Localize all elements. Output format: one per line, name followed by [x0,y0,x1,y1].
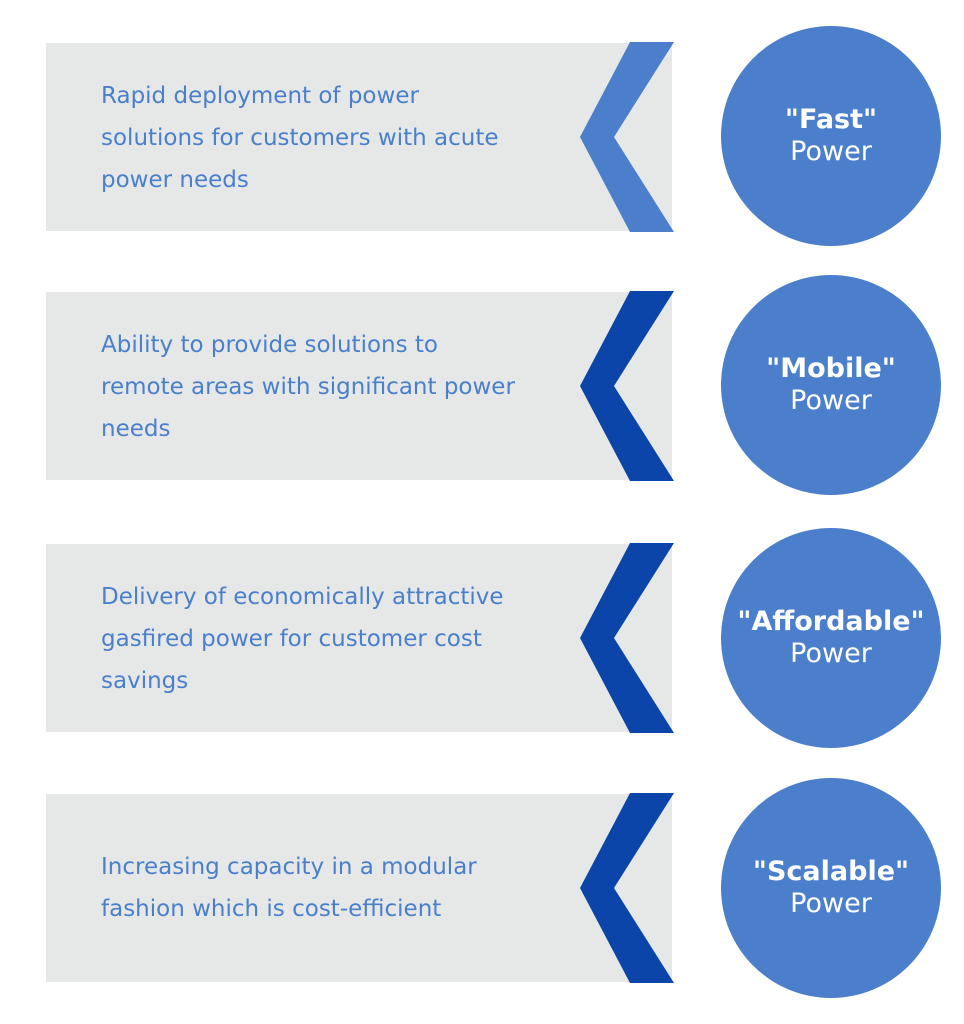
chevron-left-icon [580,543,674,733]
benefit-circle: "Scalable" Power [721,778,941,998]
benefit-circle: "Affordable" Power [721,528,941,748]
description-line: Delivery of economically attractive [101,584,504,610]
feature-row-scalable: Increasing capacity in a modular fashion… [0,750,964,1000]
benefit-label: "Fast" [784,104,878,135]
benefit-circle: "Fast" Power [721,26,941,246]
feature-row-affordable: Delivery of economically attractive gasf… [0,500,964,750]
benefit-sublabel: Power [790,385,872,416]
benefit-sublabel: Power [790,888,872,919]
description-line: needs [101,416,171,442]
description-line: gasfired power for customer cost [101,626,482,652]
benefit-circle: "Mobile" Power [721,275,941,495]
feature-row-mobile: Ability to provide solutions to remote a… [0,250,964,500]
description-line: Ability to provide solutions to [101,332,438,358]
benefit-sublabel: Power [790,638,872,669]
description-line: solutions for customers with acute [101,125,499,151]
description-line: Increasing capacity in a modular [101,854,477,880]
chevron-left-icon [580,291,674,481]
chevron-left-icon [580,42,674,232]
description-line: savings [101,668,189,694]
description-text: Delivery of economically attractive gasf… [101,576,571,702]
description-line: power needs [101,167,249,193]
chevron-left-icon [580,793,674,983]
description-panel: Ability to provide solutions to remote a… [46,292,672,480]
feature-row-fast: Rapid deployment of power solutions for … [0,0,964,250]
description-line: fashion which is cost-efficient [101,896,442,922]
description-panel: Rapid deployment of power solutions for … [46,43,672,231]
description-text: Ability to provide solutions to remote a… [101,324,571,450]
description-line: remote areas with significant power [101,374,515,400]
description-line: Rapid deployment of power [101,83,419,109]
benefit-label: "Affordable" [737,606,925,637]
benefit-label: "Scalable" [752,856,910,887]
description-text: Rapid deployment of power solutions for … [101,75,571,201]
benefit-sublabel: Power [790,136,872,167]
description-panel: Increasing capacity in a modular fashion… [46,794,672,982]
description-panel: Delivery of economically attractive gasf… [46,544,672,732]
benefit-label: "Mobile" [766,353,896,384]
description-text: Increasing capacity in a modular fashion… [101,846,571,930]
